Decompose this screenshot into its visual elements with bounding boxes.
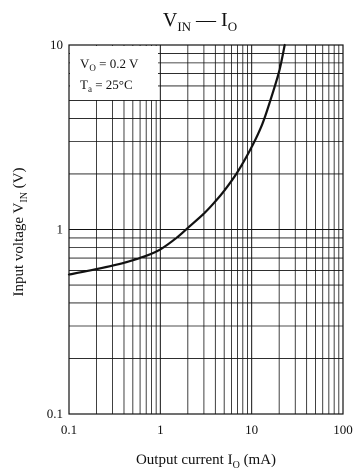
x-tick-label: 0.1 [61, 422, 77, 437]
y-tick-label: 10 [50, 37, 63, 52]
x-tick-labels: 0.1 1 10 100 [61, 422, 353, 437]
annotation-background [70, 46, 158, 100]
y-tick-label: 0.1 [47, 406, 63, 421]
plot-frame [68, 44, 344, 415]
y-tick-label: 1 [57, 222, 64, 237]
x-axis-label: Output current IO (mA) [136, 452, 276, 471]
x-tick-label: 100 [333, 422, 353, 437]
y-axis-label: Input voltage VIN (V) [11, 167, 30, 296]
grid [69, 45, 343, 414]
chart-title: VIN — IO [163, 9, 237, 34]
annotation-vo: VO = 0.2 V [80, 56, 139, 73]
x-tick-label: 10 [245, 422, 258, 437]
y-tick-labels: 0.1 1 10 [47, 37, 63, 421]
series-line [67, 43, 286, 276]
annotation-box: VO = 0.2 V Ta = 25°C [70, 46, 158, 100]
x-tick-label: 1 [157, 422, 164, 437]
annotation-ta: Ta = 25°C [80, 77, 133, 94]
